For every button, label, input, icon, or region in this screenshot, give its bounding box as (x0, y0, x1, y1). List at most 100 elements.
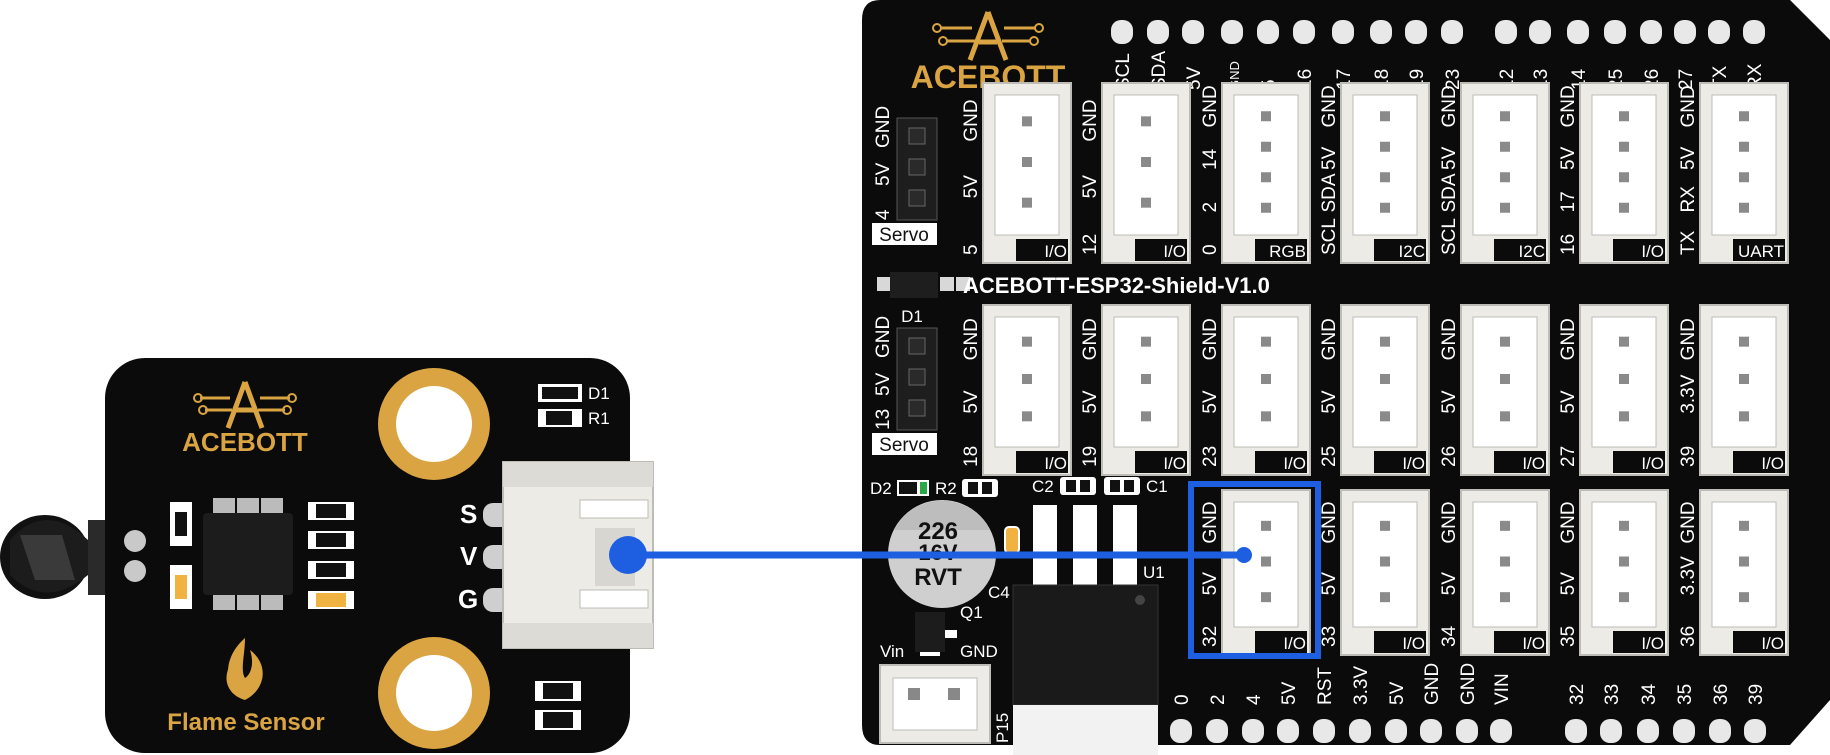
connector-pin-label: 0 (1200, 244, 1221, 255)
r2-label: R2 (935, 479, 957, 498)
header-pin (1221, 20, 1243, 44)
top-header-label: SDA (1149, 51, 1170, 90)
connector-pin-label: 5V (1080, 390, 1101, 414)
header-pin (1604, 20, 1626, 44)
connector-pin-label: GND (1319, 501, 1340, 543)
connector-pin (1739, 411, 1749, 422)
connector-pin-label: GND (1678, 318, 1699, 360)
bottom-header-label: 34 (1639, 683, 1660, 705)
sensor-name: Flame Sensor (167, 709, 324, 736)
header-pin (1567, 20, 1589, 44)
connector-pin (1619, 172, 1629, 183)
c2-label: C2 (1032, 477, 1054, 496)
connector-pin-label: 5V (1678, 146, 1699, 170)
connector-type-label: I/O (1283, 454, 1306, 473)
capacitor-line3: RVT (914, 564, 962, 591)
connector-pin (1739, 520, 1749, 531)
connector-pin-label: 18 (961, 446, 982, 467)
connector-pin-label: 19 (1080, 446, 1101, 467)
bottom-header-label: 39 (1746, 684, 1767, 705)
servo-pin-label: 5V (873, 372, 894, 396)
connector-pin (1022, 374, 1032, 384)
flame-sensor-module: ACEBOTT D1 R1 (0, 358, 654, 753)
connector-type-label: I/O (1044, 242, 1067, 261)
signal-wire (609, 536, 1252, 574)
connector-pin-label: GND (961, 99, 982, 141)
connector-pin (1380, 556, 1390, 567)
connector-pin-label: 17 (1558, 191, 1579, 212)
bottom-header-label: VIN (1492, 673, 1513, 705)
connector-pin (1141, 336, 1151, 347)
connector-pin (1141, 116, 1151, 127)
connector-pin-label: 16 (1558, 234, 1579, 255)
connector-pin-label: GND (1200, 318, 1221, 360)
connector-pin (1261, 556, 1271, 567)
connector-pin-label: SDA (1319, 173, 1340, 212)
connector-pin-label: 36 (1678, 626, 1699, 647)
header-pin (1349, 719, 1371, 743)
header-pin (1744, 719, 1766, 743)
servo-pin (908, 189, 926, 207)
connector-row-1: I/O55VGNDI/O125VGNDRGB0214GNDI2CSCLSDA5V… (961, 82, 1789, 264)
servo-pin-label: 5V (873, 162, 894, 186)
header-pin (1170, 719, 1192, 743)
header-pin (1242, 719, 1264, 743)
connector-pin (1141, 197, 1151, 208)
connector-pin-label: GND (1080, 99, 1101, 141)
bottom-header-label: 36 (1711, 684, 1732, 705)
connector-pin (1500, 374, 1510, 384)
connector-pin (1261, 141, 1271, 152)
connector-pin-label: 3.3V (1678, 374, 1699, 413)
connector-pin-label: 2 (1200, 202, 1221, 213)
connector-pin-label: 5V (1319, 572, 1340, 596)
header-pin (1313, 719, 1335, 743)
bottom-header-label: 2 (1208, 694, 1229, 705)
servo-pin (908, 368, 926, 386)
header-pin (1441, 20, 1463, 44)
connector-pin-label: 5V (1558, 572, 1579, 596)
connector-type-label: I/O (1641, 634, 1664, 653)
connector-pin-label: TX (1678, 230, 1699, 255)
bottom-header-label: 3.3V (1351, 666, 1372, 705)
connector-pin (1500, 592, 1510, 603)
header-pin (1332, 20, 1354, 44)
header-pin (1456, 719, 1478, 743)
connector-pin-label: 35 (1558, 626, 1579, 647)
connector-pin (1619, 374, 1629, 384)
connector-pin (1261, 592, 1271, 603)
connector-pin (1619, 202, 1629, 213)
header-pin (1640, 20, 1662, 44)
header-pin (1600, 719, 1622, 743)
gnd-label: GND (960, 642, 998, 661)
connector-pin (1261, 111, 1271, 122)
servo-pin-label: GND (873, 316, 894, 358)
header-pin (1206, 719, 1228, 743)
connector-pin (1739, 202, 1749, 213)
servo-label: Servo (879, 435, 929, 456)
connector-pin-label: GND (1558, 501, 1579, 543)
servo-pin (908, 127, 926, 145)
connector-pin (1261, 411, 1271, 422)
connector-pin (1619, 111, 1629, 122)
header-pin (1637, 719, 1659, 743)
connector-pin (1022, 411, 1032, 422)
bottom-header-label: RST (1315, 667, 1336, 705)
shield-logo (932, 11, 1044, 61)
connector-pin (1500, 556, 1510, 567)
connector-pin-label: RX (1678, 186, 1699, 213)
connector-pin-label: GND (1080, 318, 1101, 360)
header-pin (1182, 20, 1204, 44)
header-pin (1370, 20, 1392, 44)
connector-pin (1022, 116, 1032, 127)
connector-pin (1141, 157, 1151, 167)
c4-label: C4 (988, 583, 1010, 602)
connector-type-label: I/O (1402, 454, 1425, 473)
connector-type-label: I/O (1163, 242, 1186, 261)
connector-pin (1380, 520, 1390, 531)
